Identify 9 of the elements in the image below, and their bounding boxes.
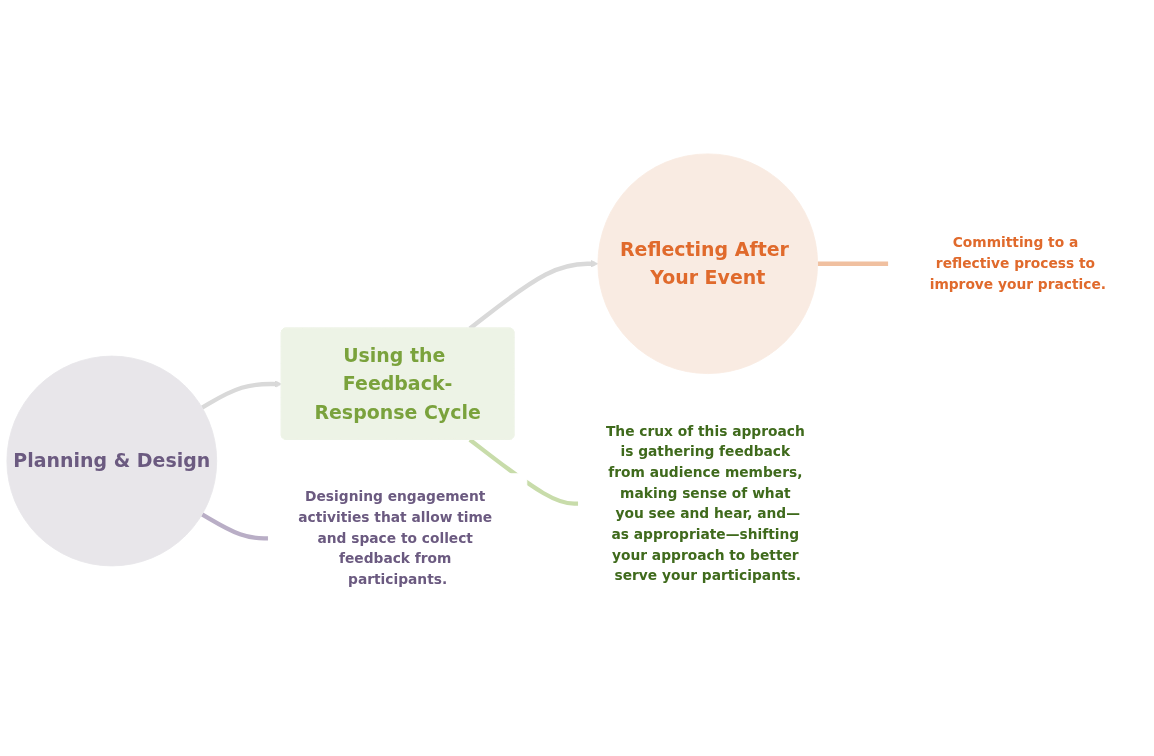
node-text: The crux of this approach is gathering feedback from audience members, making sense of what you see and hear, and—as appropriate—shifting your approach to better serve your participants. xyxy=(605,422,805,584)
node-circle: Planning & Design xyxy=(6,355,218,566)
node-text: Designing engagement activities that allow time and space to collect feedback from participants. xyxy=(298,487,493,588)
connector xyxy=(201,512,269,541)
connector xyxy=(817,261,889,266)
node-circle: Reflecting After Your Event xyxy=(597,153,818,374)
arrow xyxy=(201,379,283,410)
connector xyxy=(468,437,579,506)
node-text: Committing to a reflective process to improve your practice. xyxy=(929,234,1107,292)
